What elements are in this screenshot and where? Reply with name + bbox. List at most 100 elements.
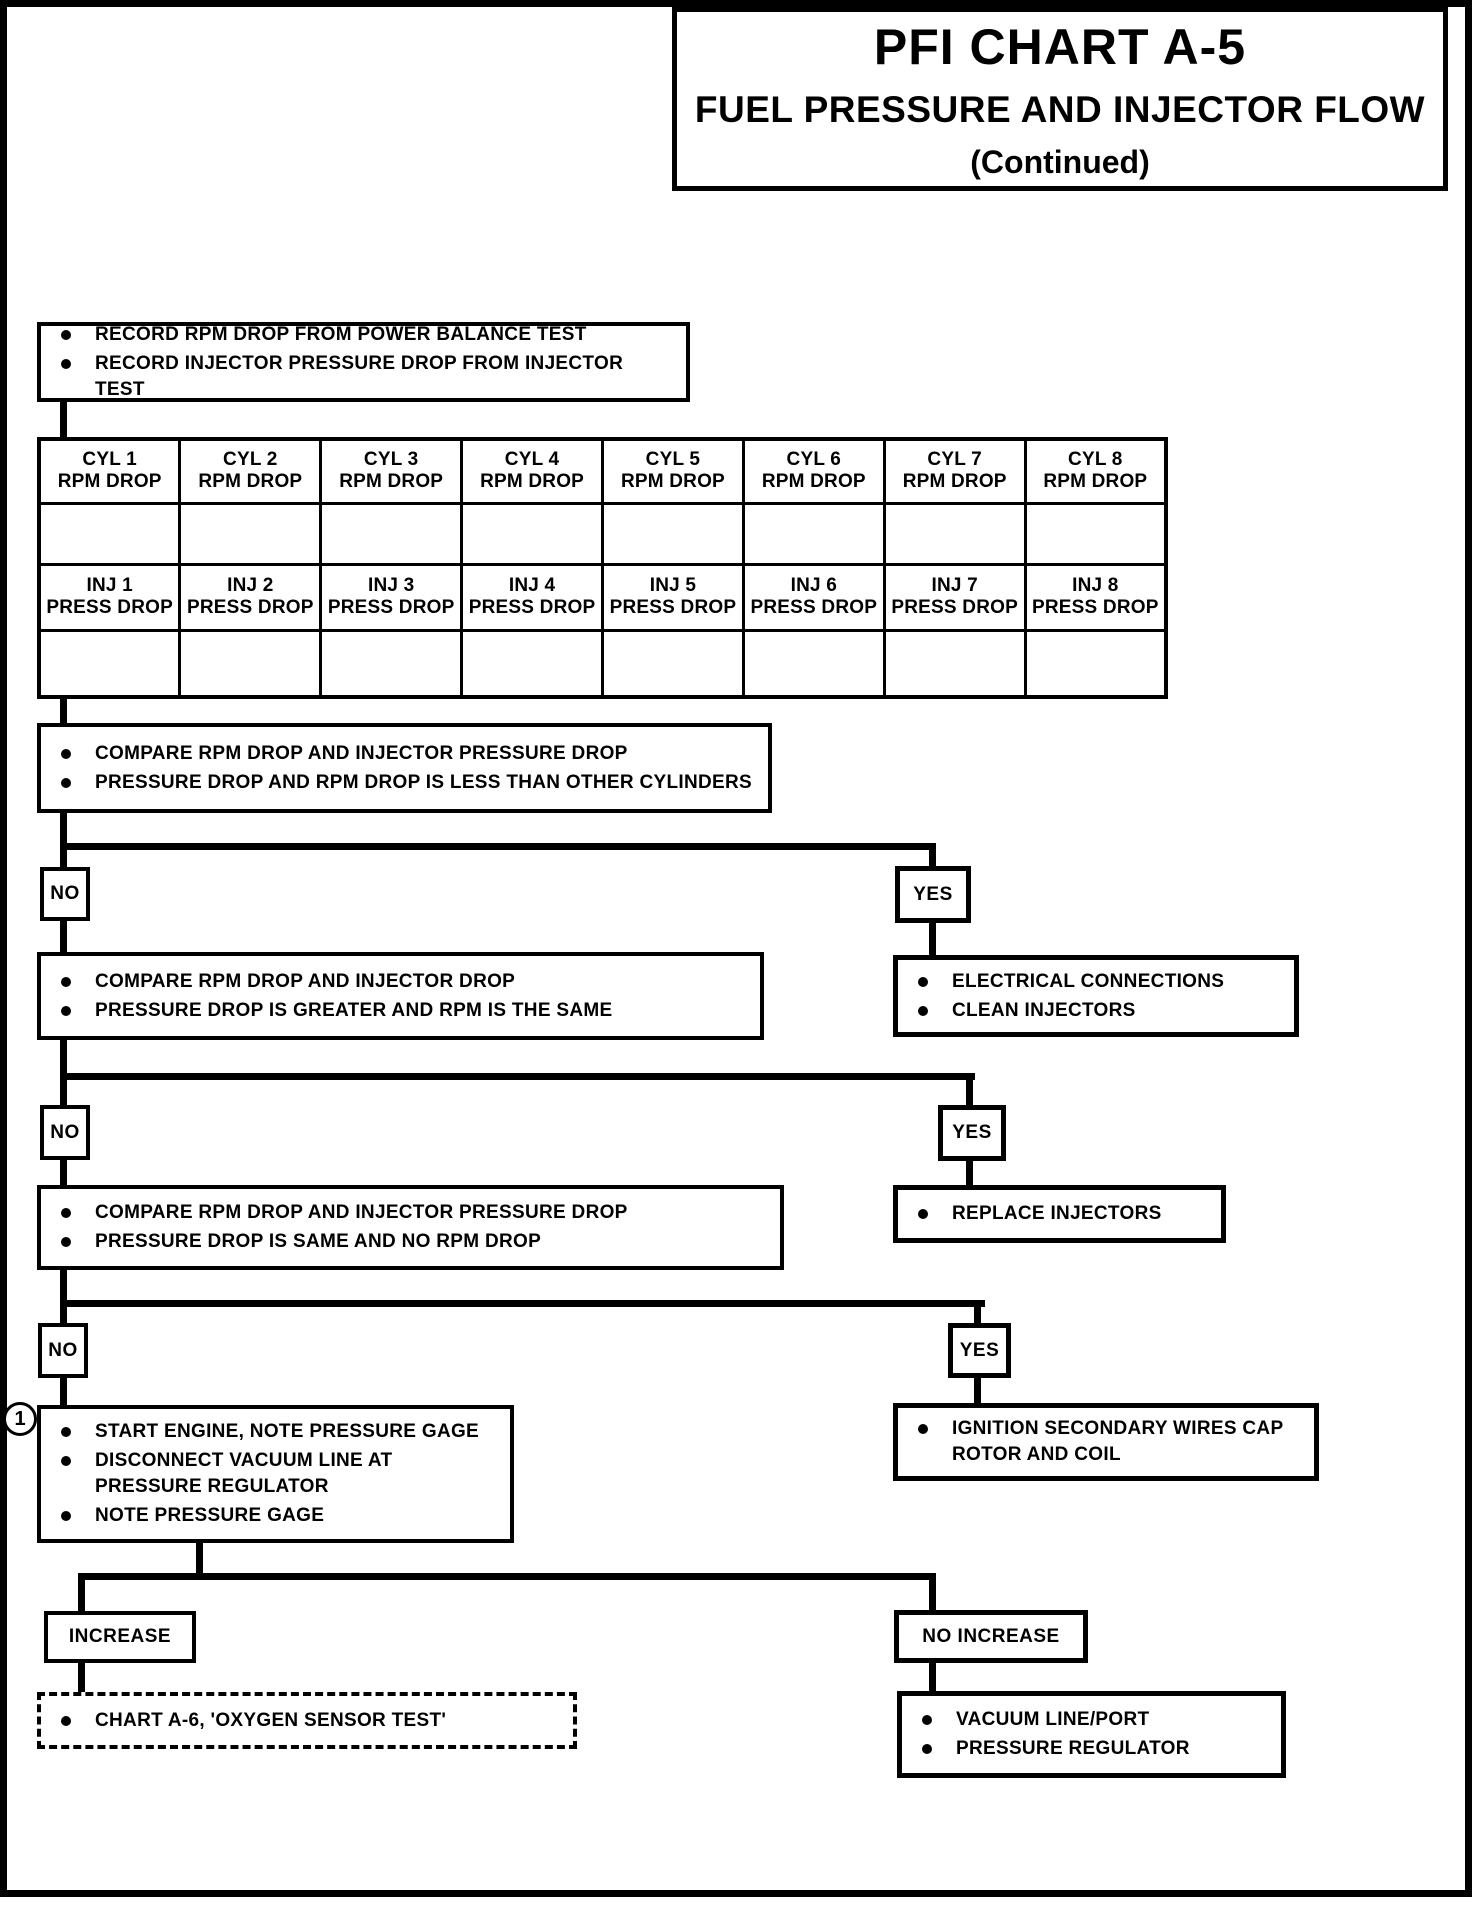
bullet-icon bbox=[61, 358, 71, 369]
connector bbox=[974, 1376, 981, 1405]
connector bbox=[60, 1268, 67, 1307]
instruction-text: RECORD RPM DROP FROM POWER BALANCE TEST bbox=[95, 323, 587, 345]
connector bbox=[78, 1573, 936, 1580]
list-item: COMPARE RPM DROP AND INJECTOR PRESSURE D… bbox=[55, 741, 760, 767]
cyl-4-rpm-value-cell bbox=[460, 501, 604, 566]
decision2-no-label: NO bbox=[40, 1105, 90, 1160]
instruction-text: IGNITION SECONDARY WIRES CAP ROTOR AND C… bbox=[952, 1418, 1284, 1465]
instruction-text: PRESSURE DROP IS SAME AND NO RPM DROP bbox=[95, 1231, 542, 1252]
cyl-2-rpm-value-cell bbox=[178, 501, 323, 566]
header-line: CYL 1 bbox=[82, 449, 137, 471]
instruction-text: NOTE PRESSURE GAGE bbox=[95, 1505, 325, 1526]
connector bbox=[966, 1159, 973, 1187]
inj-7-press-value-cell bbox=[882, 628, 1027, 699]
inj-6-press-value-cell bbox=[741, 628, 886, 699]
connector bbox=[60, 919, 67, 954]
header-line: INJ 6 bbox=[790, 575, 838, 596]
instruction-text: PRESSURE REGULATOR bbox=[956, 1738, 1190, 1759]
cyl-3-rpm-value-cell bbox=[319, 501, 464, 566]
list-item: CHART A-6, 'OXYGEN SENSOR TEST' bbox=[55, 1708, 565, 1734]
node-start-engine: START ENGINE, NOTE PRESSURE GAGE DISCONN… bbox=[37, 1405, 514, 1543]
header-line: INJ 7 bbox=[931, 575, 978, 596]
node-vacuum-line: VACUUM LINE/PORT PRESSURE REGULATOR bbox=[897, 1691, 1286, 1778]
header-line: RPM DROP bbox=[761, 471, 866, 493]
connector bbox=[60, 1078, 67, 1106]
header-line: RPM DROP bbox=[57, 471, 162, 493]
header-line: RPM DROP bbox=[620, 471, 725, 493]
header-line: RPM DROP bbox=[902, 471, 1007, 493]
instruction-text: CLEAN INJECTORS bbox=[952, 999, 1136, 1021]
decision4-increase-label: INCREASE bbox=[44, 1611, 196, 1663]
header-line: INJ 8 bbox=[1072, 575, 1119, 596]
decision3-no-label: NO bbox=[38, 1323, 88, 1378]
bullet-icon bbox=[918, 1209, 928, 1219]
header-line: CYL 3 bbox=[363, 449, 419, 471]
press-value-row bbox=[37, 628, 1168, 699]
connector bbox=[60, 843, 936, 850]
bullet-icon bbox=[922, 1715, 932, 1725]
instruction-text: PRESSURE DROP IS GREATER AND RPM IS THE … bbox=[95, 999, 613, 1021]
node-record-instructions: RECORD RPM DROP FROM POWER BALANCE TEST … bbox=[37, 322, 690, 402]
header-line: PRESS DROP bbox=[327, 597, 455, 618]
inj-1-press-value-cell bbox=[37, 628, 182, 699]
header-line: INJ 1 bbox=[86, 575, 133, 596]
node-replace-injectors: REPLACE INJECTORS bbox=[893, 1185, 1226, 1243]
bullet-icon bbox=[61, 777, 71, 788]
decision2-yes-label: YES bbox=[938, 1105, 1006, 1161]
connector bbox=[966, 1078, 973, 1106]
header-line: INJ 4 bbox=[508, 575, 556, 596]
header-line: PRESS DROP bbox=[609, 597, 737, 618]
list-item: START ENGINE, NOTE PRESSURE GAGE bbox=[55, 1419, 502, 1445]
page-border-bottom bbox=[0, 1890, 1472, 1897]
cyl-8-rpm-value-cell bbox=[1023, 501, 1168, 566]
page-border-left bbox=[0, 0, 7, 1897]
list-item: REPLACE INJECTORS bbox=[912, 1201, 1213, 1227]
connector bbox=[60, 1300, 985, 1307]
connector bbox=[929, 921, 936, 957]
instruction-text: RECORD INJECTOR PRESSURE DROP FROM INJEC… bbox=[95, 352, 624, 400]
bullet-icon bbox=[61, 1715, 71, 1726]
header-line: RPM DROP bbox=[1043, 471, 1148, 493]
connector bbox=[196, 1541, 203, 1580]
header-line: RPM DROP bbox=[480, 471, 585, 493]
connector bbox=[929, 850, 936, 868]
connector bbox=[974, 1305, 981, 1325]
header-line: INJ 2 bbox=[227, 575, 274, 596]
header-line: INJ 3 bbox=[367, 575, 415, 596]
connector bbox=[60, 695, 67, 728]
list-item: NOTE PRESSURE GAGE bbox=[55, 1503, 502, 1529]
cyl-6-rpm-value-cell bbox=[741, 501, 886, 566]
bullet-icon bbox=[61, 1427, 71, 1437]
decision1-no-label: NO bbox=[40, 867, 90, 921]
connector bbox=[929, 1578, 936, 1612]
cyl-1-rpm-value-cell bbox=[37, 501, 182, 566]
rpm-value-row bbox=[37, 501, 1168, 566]
cyl-5-rpm-value-cell bbox=[601, 501, 745, 566]
header-line: PRESS DROP bbox=[187, 597, 314, 618]
bullet-icon bbox=[61, 329, 71, 340]
list-item: CLEAN INJECTORS bbox=[912, 998, 1286, 1024]
inj-5-press-value-cell bbox=[601, 628, 745, 699]
bullet-icon bbox=[61, 1456, 71, 1466]
node-compare-2: COMPARE RPM DROP AND INJECTOR DROP PRESS… bbox=[37, 952, 764, 1040]
instruction-text: PRESSURE DROP AND RPM DROP IS LESS THAN … bbox=[95, 771, 752, 793]
bullet-icon bbox=[61, 1237, 71, 1247]
header-line: CYL 8 bbox=[1068, 449, 1123, 471]
decision4-no-increase-label: NO INCREASE bbox=[894, 1610, 1088, 1663]
connector bbox=[60, 850, 67, 870]
connector bbox=[60, 1038, 67, 1080]
